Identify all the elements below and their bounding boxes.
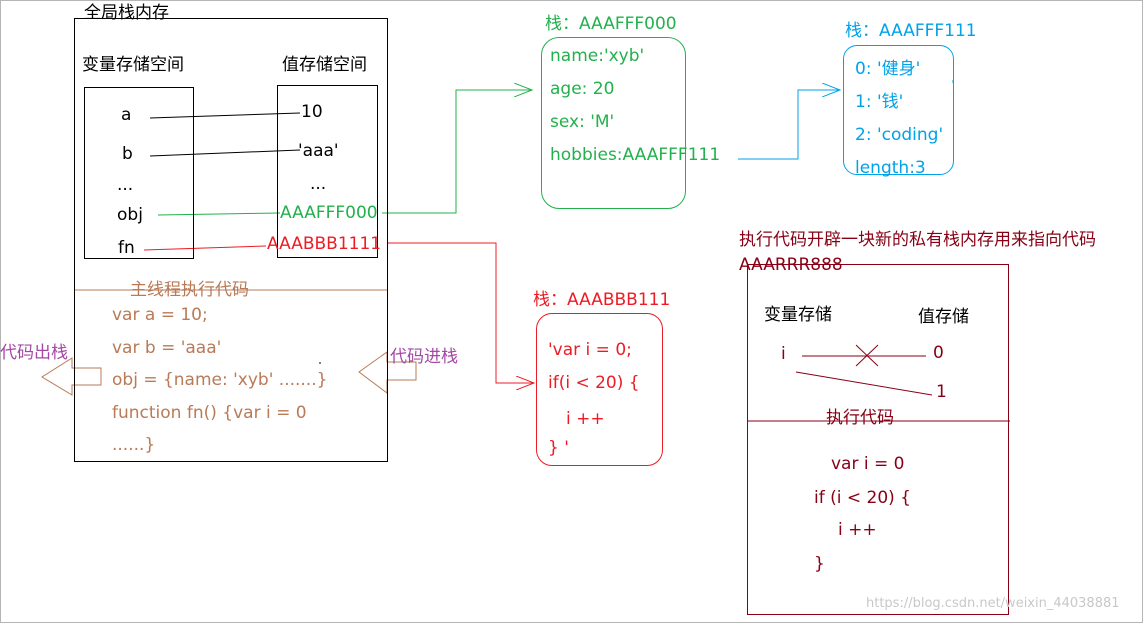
value-ellipsis: ... xyxy=(310,174,327,194)
watermark: https://blog.csdn.net/weixin_44038881 xyxy=(866,596,1120,611)
private-var-title: 变量存储 xyxy=(764,305,832,325)
var-fn: fn xyxy=(118,238,135,258)
arrow-hobbies xyxy=(738,90,840,160)
private-code-line-2: if (i < 20) { xyxy=(814,488,912,508)
heap-obj-box xyxy=(541,37,686,209)
value-fn-address: AAABBB1111 xyxy=(267,234,382,254)
heap-arr-line-4: length:3 xyxy=(855,158,926,178)
private-stack-title-1: 执行代码开辟一块新的私有栈内存用来指向代码 xyxy=(739,230,1096,250)
heap-arr-line-1: 0: '健身' xyxy=(855,59,921,79)
private-code-line-4: } xyxy=(814,554,825,574)
heap-fn-box xyxy=(536,313,663,466)
pop-label: 代码出栈 xyxy=(0,343,68,363)
heap-obj-line-3: sex: 'M' xyxy=(550,112,615,132)
heap-arr-title: 栈：AAAFFF111 xyxy=(845,21,977,41)
code-line-2: var b = 'aaa' xyxy=(112,338,222,358)
line-a xyxy=(149,112,301,119)
code-line-3: obj = {name: 'xyb' .......} xyxy=(112,370,328,390)
private-code-line-3: i ++ xyxy=(838,520,877,540)
var-space-box xyxy=(84,87,194,259)
private-var-i: i xyxy=(781,344,786,364)
heap-arr-line-3: 2: 'coding' xyxy=(855,125,944,145)
heap-fn-line-4: } ' xyxy=(548,438,569,458)
line-obj xyxy=(157,212,281,216)
value-a: 10 xyxy=(301,102,323,122)
private-stack-title-2: AAARRR888 xyxy=(739,255,843,275)
var-a: a xyxy=(121,105,132,125)
push-label: 代码进栈 xyxy=(390,347,458,367)
heap-obj-line-2: age: 20 xyxy=(550,79,615,99)
var-space-title: 变量存储空间 xyxy=(82,55,184,75)
value-b: 'aaa' xyxy=(298,141,339,161)
global-stack-box xyxy=(74,18,388,462)
heap-fn-line-3: i ++ xyxy=(566,409,605,429)
heap-arr-box xyxy=(843,45,954,175)
value-space-box xyxy=(277,85,378,258)
value-obj-address: AAAFFF000 xyxy=(280,203,378,223)
value-space-title: 值存储空间 xyxy=(282,55,367,75)
code-line-4: function fn() {var i = 0 xyxy=(112,403,307,423)
heap-obj-title: 栈：AAAFFF000 xyxy=(545,14,677,34)
pop-arrow-shape xyxy=(41,357,102,396)
heap-obj-line-4: hobbies:AAAFFF111 xyxy=(550,145,721,165)
global-stack-title: 全局栈内存 xyxy=(84,3,169,23)
heap-fn-title: 栈：AAABBB111 xyxy=(533,290,671,310)
private-cross-2 xyxy=(855,344,879,367)
private-old-value: 0 xyxy=(933,343,944,363)
var-obj: obj xyxy=(117,205,143,225)
private-code-line-1: var i = 0 xyxy=(831,454,905,474)
private-new-value: 1 xyxy=(936,382,947,402)
heap-arr-line-2: 1: '钱' xyxy=(855,92,904,112)
private-value-title: 值存储 xyxy=(918,307,969,327)
private-line-i-1 xyxy=(795,371,933,396)
code-line-5: ......} xyxy=(112,435,156,455)
private-stack-box xyxy=(747,264,1009,615)
line-fn xyxy=(143,245,267,251)
var-ellipsis: ... xyxy=(117,175,134,195)
heap-obj-line-1: name:'xyb' xyxy=(550,46,645,66)
arrow-fn xyxy=(388,242,534,383)
code-line-1: var a = 10; xyxy=(112,305,208,325)
heap-fn-line-1: 'var i = 0; xyxy=(548,340,632,360)
private-exec-title: 执行代码 xyxy=(826,408,894,428)
line-b xyxy=(149,149,301,157)
main-thread-title: 主线程执行代码 xyxy=(130,280,249,300)
arrow-obj xyxy=(382,90,532,214)
heap-fn-line-2: if(i < 20) { xyxy=(548,373,640,393)
var-b: b xyxy=(122,144,133,164)
